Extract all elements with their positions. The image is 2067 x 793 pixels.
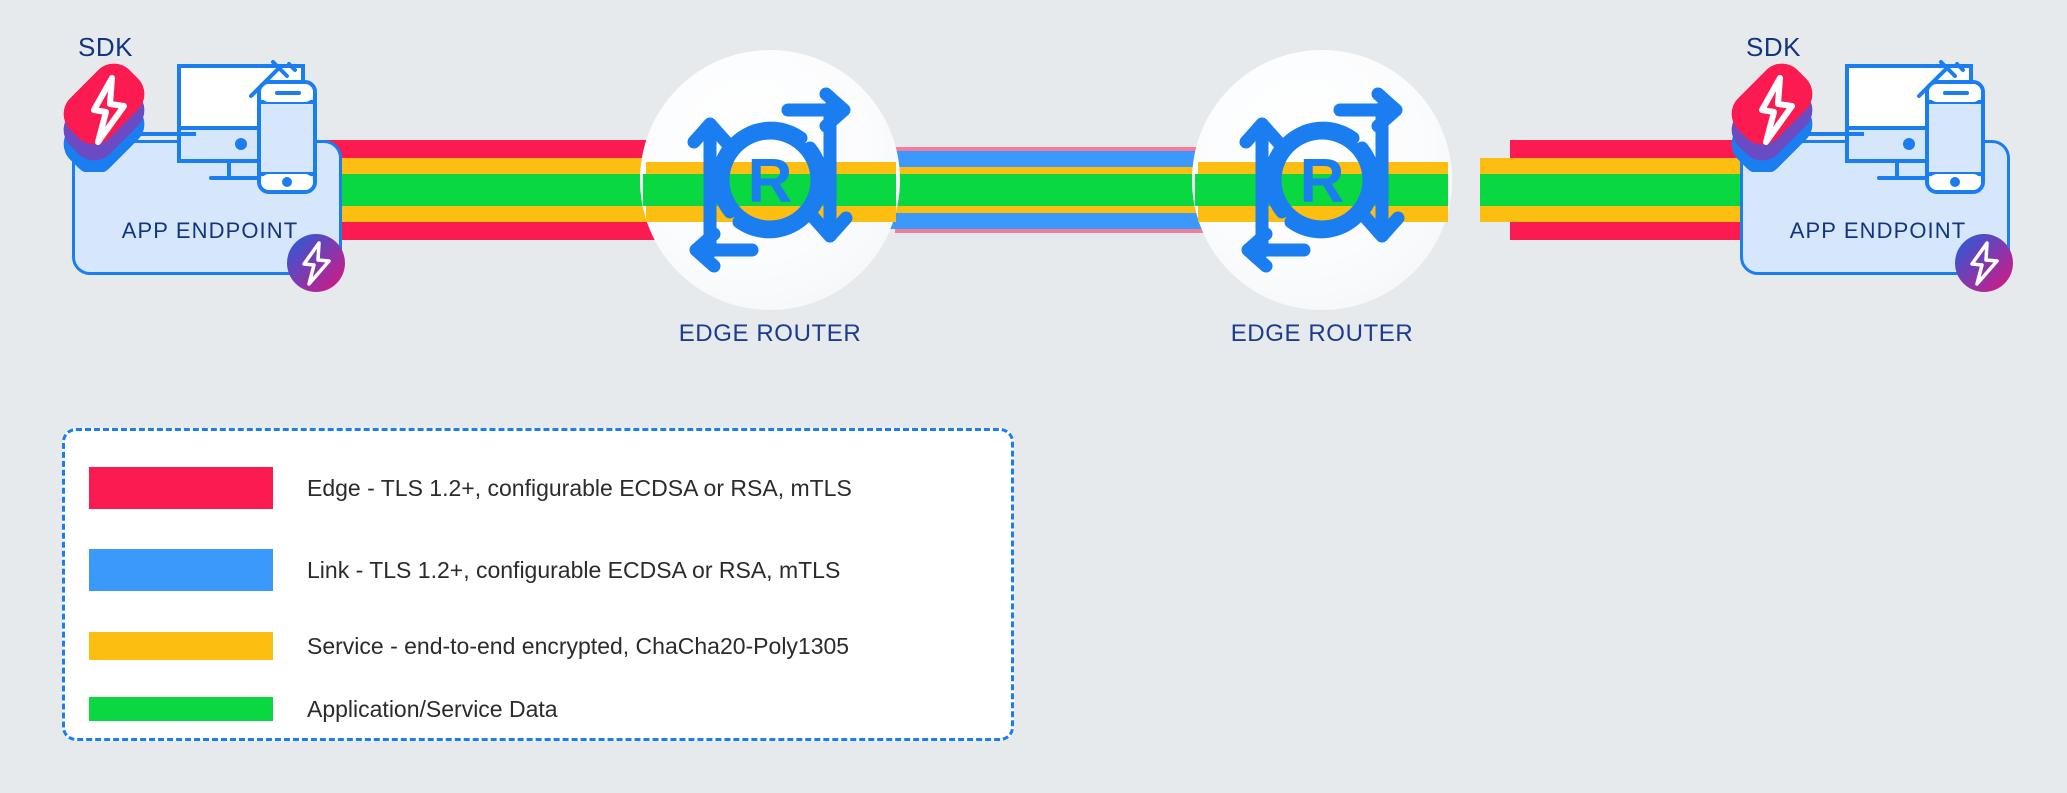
- pipe-appdata-green-over-router-left: [643, 174, 896, 206]
- app-endpoint-label-left: APP ENDPOINT: [121, 218, 299, 243]
- sdk-stack-icon-left: [63, 63, 145, 172]
- pipe-appdata-green-over-router-right: [1195, 174, 1448, 206]
- mobile-phone-icon-left: [257, 80, 317, 194]
- pipe-edge-red-top-left: [300, 140, 700, 158]
- legend-swatch-appdata: [89, 697, 273, 721]
- mobile-phone-icon-right: [1925, 80, 1985, 194]
- pipe-appdata-green-right: [1480, 174, 1760, 206]
- pipe-service-yellow-bot-left: [300, 206, 700, 222]
- ziti-bolt-badge-icon-right[interactable]: [1953, 232, 2015, 294]
- pipe-service-yellow-top-right: [1480, 158, 1760, 174]
- pipe-service-yellow-top-left: [300, 158, 700, 174]
- sdk-label-left: SDK: [78, 32, 133, 62]
- legend-row-link: Link - TLS 1.2+, configurable ECDSA or R…: [65, 541, 1011, 599]
- svg-text:R: R: [1300, 147, 1345, 216]
- legend-row-appdata: Application/Service Data: [65, 680, 1011, 738]
- pipe-edge-red-bot-left: [300, 222, 700, 240]
- edge-router-label-left: EDGE ROUTER: [678, 320, 862, 347]
- legend-label-service: Service - end-to-end encrypted, ChaCha20…: [307, 632, 850, 659]
- pipe-appdata-green-left: [300, 174, 700, 206]
- pipe-edge-red-top-right: [1510, 140, 1760, 158]
- pipe-edge-red-bot-right: [1510, 222, 1760, 240]
- legend-swatch-service: [89, 632, 273, 660]
- sdk-stack-icon-right: [1731, 63, 1813, 172]
- encryption-legend: Edge - TLS 1.2+, configurable ECDSA or R…: [62, 428, 1014, 741]
- wireless-spark-icon-left: [249, 60, 297, 98]
- edge-router-icon-right: R: [1239, 87, 1405, 273]
- legend-label-edge: Edge - TLS 1.2+, configurable ECDSA or R…: [307, 474, 852, 501]
- pipe-link-hairline-top: [895, 147, 1315, 151]
- legend-row-edge: Edge - TLS 1.2+, configurable ECDSA or R…: [65, 459, 1011, 517]
- legend-swatch-link: [89, 549, 273, 591]
- pipe-service-yellow-bot-right: [1480, 206, 1760, 222]
- legend-label-link: Link - TLS 1.2+, configurable ECDSA or R…: [307, 556, 841, 583]
- svg-text:R: R: [748, 147, 793, 216]
- legend-row-service: Service - end-to-end encrypted, ChaCha20…: [65, 617, 1011, 675]
- edge-router-icon-left: R: [687, 87, 853, 273]
- ziti-bolt-badge-icon-left[interactable]: [285, 232, 347, 294]
- legend-swatch-edge: [89, 467, 273, 509]
- edge-router-label-right: EDGE ROUTER: [1230, 320, 1414, 347]
- pipe-link-hairline-bot: [895, 229, 1315, 233]
- wireless-spark-icon-right: [1917, 60, 1965, 98]
- legend-label-appdata: Application/Service Data: [307, 695, 558, 722]
- app-endpoint-label-right: APP ENDPOINT: [1789, 218, 1967, 243]
- sdk-label-right: SDK: [1746, 32, 1801, 62]
